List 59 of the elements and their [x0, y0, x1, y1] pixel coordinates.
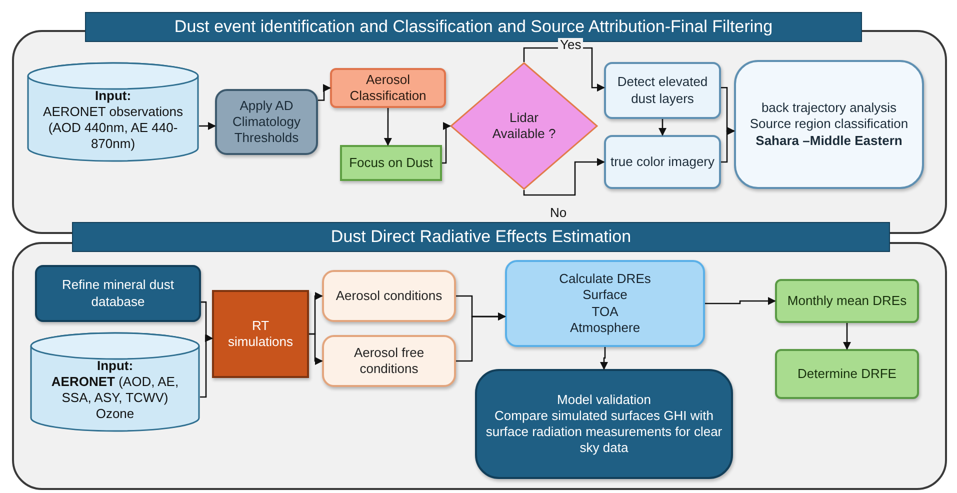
process-box [322, 270, 456, 322]
arrow [843, 323, 851, 350]
node-text: Refine mineral dust database [61, 277, 175, 310]
node-text: Surface [582, 287, 628, 304]
panel-title: Dust event identification and Classification and Source Attribution-Final Filtering [174, 16, 773, 38]
node-text: Input: [94, 88, 132, 104]
node-text: Calculate DREs [559, 271, 651, 288]
process-box [775, 279, 919, 323]
edge-label: Yes [558, 38, 584, 51]
node-text: Input: [96, 358, 134, 374]
node-text: Monthly mean DREs [787, 292, 907, 310]
node-text: Compare simulated surfaces GHI with surface radiation measurements for clear sky data [484, 408, 724, 456]
process-box [330, 68, 446, 108]
arrow [721, 127, 735, 163]
decision-diamond [450, 62, 598, 190]
node-text: Aerosol Classification [348, 72, 428, 104]
arrow [442, 122, 451, 164]
process-box [322, 335, 456, 387]
process-box [604, 135, 721, 189]
arrow [200, 334, 213, 398]
panel-title: Dust Direct Radiative Effects Estimation [330, 226, 632, 248]
node-text: Lidar Available ? [491, 110, 557, 142]
node-text: Apply AD Climatology Thresholds [232, 98, 302, 146]
arrow [309, 333, 323, 365]
process-box [212, 290, 309, 378]
arrow [523, 158, 605, 196]
arrow [318, 84, 331, 101]
process-box [775, 349, 919, 399]
input-cylinder [27, 62, 199, 162]
edge-label: No [548, 206, 569, 219]
arrow [658, 119, 666, 136]
node-text: Aerosol conditions [336, 288, 442, 304]
node-text: Aerosol free conditions [352, 344, 426, 378]
arrow [199, 122, 216, 130]
process-box [604, 62, 721, 119]
node-text: true color imagery [610, 154, 715, 170]
node-text: Detect elevated dust layers [616, 74, 709, 107]
node-text: Focus on Dust [349, 154, 433, 172]
process-box [505, 260, 705, 347]
arrow [456, 312, 506, 362]
node-text: Sahara –Middle Eastern [756, 132, 902, 149]
process-box [215, 89, 318, 155]
arrow [600, 347, 608, 370]
process-box [340, 145, 442, 181]
node-text: AERONET (AOD, AE, SSA, ASY, TCWV) [50, 374, 180, 406]
process-box [734, 60, 924, 189]
process-box [35, 265, 201, 322]
input-cylinder [30, 332, 200, 432]
node-text: RT simulations [226, 318, 294, 350]
node-text: Ozone [96, 406, 134, 422]
arrow [705, 297, 776, 305]
node-text: Atmosphere [570, 320, 640, 336]
node-text: TOA [592, 304, 618, 320]
node-text: Model validation [557, 392, 651, 408]
node-text: AERONET observations (AOD 440nm, AE 440-870nm) [42, 104, 184, 152]
arrow [384, 108, 392, 146]
process-box [475, 369, 733, 479]
node-text: Determine DRFE [798, 366, 896, 382]
node-text: back trajectory analysis Source region classification [748, 100, 910, 133]
